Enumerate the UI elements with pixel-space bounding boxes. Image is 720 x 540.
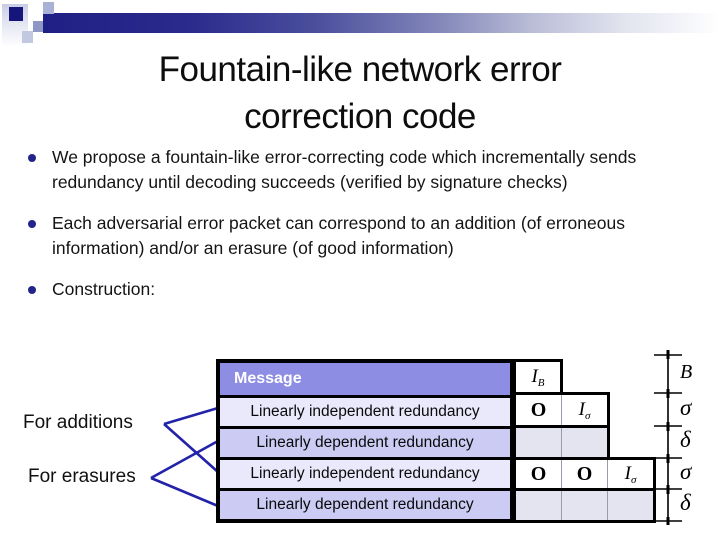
bullet-dot-icon	[28, 285, 36, 294]
bullet-item: Each adversarial error packet can corres…	[20, 211, 708, 261]
dim-label-B: B	[680, 361, 693, 383]
slide-title: Fountain-like network error correction c…	[0, 46, 720, 140]
bullet-item: Construction:	[20, 277, 708, 302]
table-row-dependent-2: Linearly dependent redundancy	[220, 488, 510, 519]
matrix-cell-empty	[607, 491, 653, 520]
zero-symbol: O	[576, 462, 593, 485]
table-row-independent-1: Linearly independent redundancy	[220, 395, 510, 426]
matrix-row-3	[513, 425, 610, 460]
matrix-row-4: O O Iσ	[513, 457, 656, 491]
matrix-cell-empty	[516, 491, 561, 520]
identity-symbol: IB	[531, 365, 545, 389]
bullet-text: Each adversarial error packet can corres…	[52, 213, 625, 258]
matrix-row-1: IB	[513, 359, 563, 395]
label-for-erasures: For erasures	[28, 466, 136, 487]
label-for-additions: For additions	[23, 412, 133, 433]
row-label: Message	[234, 370, 302, 387]
matrix-cell: O	[561, 460, 607, 488]
matrix-cell: Iσ	[561, 395, 607, 425]
matrix-cell: O	[516, 395, 561, 425]
matrix-cell: O	[516, 460, 561, 488]
bullet-item: We propose a fountain-like error-correct…	[20, 145, 708, 195]
row-label: Linearly independent redundancy	[250, 465, 480, 482]
construction-table: Message Linearly independent redundancy …	[216, 359, 514, 523]
matrix-cell-empty	[561, 428, 607, 457]
dim-label-delta1: δ	[680, 427, 691, 452]
matrix-cell-empty	[561, 491, 607, 520]
decor-square-pale	[43, 2, 54, 14]
identity-symbol: Iσ	[578, 398, 591, 422]
row-label: Linearly dependent redundancy	[256, 496, 474, 513]
header-gradient-bar	[43, 13, 720, 33]
matrix-cell: Iσ	[607, 460, 653, 488]
bullet-list: We propose a fountain-like error-correct…	[20, 145, 708, 318]
dim-label-sigma2: σ	[680, 459, 692, 484]
row-label: Linearly dependent redundancy	[256, 434, 474, 451]
zero-symbol: O	[530, 398, 547, 421]
bullet-text: We propose a fountain-like error-correct…	[52, 147, 637, 192]
slide-title-line2: correction code	[244, 97, 476, 136]
bullet-dot-icon	[28, 153, 36, 162]
matrix-cell: IB	[516, 362, 560, 392]
bullet-dot-icon	[28, 219, 36, 228]
bullet-text: Construction:	[52, 279, 156, 299]
dim-label-sigma1: σ	[680, 395, 692, 420]
zero-symbol: O	[530, 462, 547, 485]
matrix-row-2: O Iσ	[513, 392, 610, 428]
decor-square-medium	[33, 21, 43, 32]
dim-label-delta2: δ	[680, 490, 691, 515]
identity-symbol: Iσ	[624, 462, 637, 486]
decor-square-light	[22, 31, 33, 43]
table-row-message: Message	[220, 363, 510, 395]
matrix-cell-empty	[516, 428, 561, 457]
table-row-independent-2: Linearly independent redundancy	[220, 457, 510, 488]
table-row-dependent-1: Linearly dependent redundancy	[220, 426, 510, 457]
matrix-row-5	[513, 488, 656, 523]
row-label: Linearly independent redundancy	[250, 403, 480, 420]
decor-square-navy	[9, 7, 23, 21]
slide-title-line1: Fountain-like network error	[158, 50, 562, 89]
